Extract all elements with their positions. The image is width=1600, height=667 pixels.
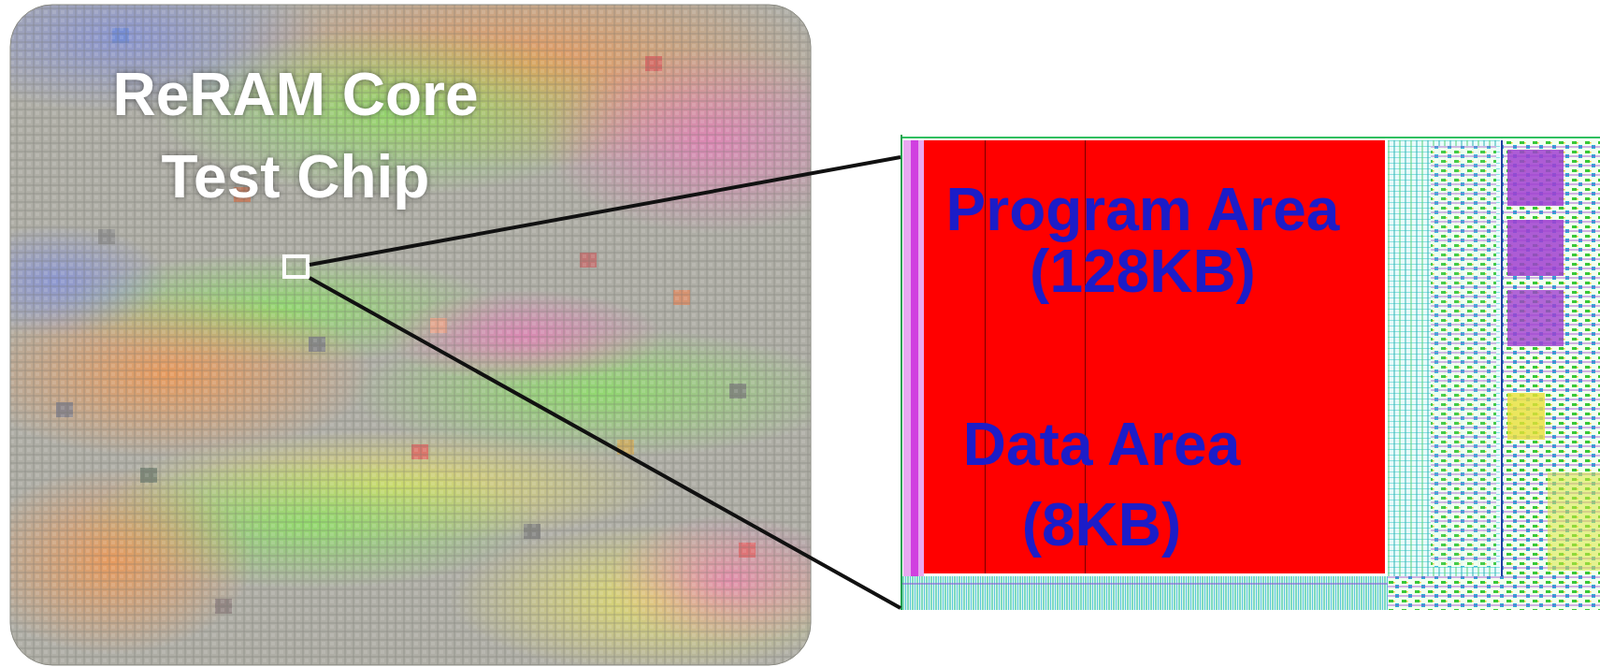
wafer-region: ReRAM Core Test Chip bbox=[10, 4, 811, 665]
chip-marker bbox=[284, 256, 308, 277]
memory-area-label: Program Area (128KB) bbox=[927, 178, 1358, 303]
chip-layout bbox=[900, 134, 1600, 610]
zoom-line bbox=[309, 277, 901, 608]
memory-array: Program Area (128KB) Data Area (8KB) bbox=[923, 140, 1385, 574]
memory-area-label: Data Area (8KB) bbox=[942, 403, 1261, 565]
chip-title: ReRAM Core Test Chip bbox=[94, 53, 497, 218]
